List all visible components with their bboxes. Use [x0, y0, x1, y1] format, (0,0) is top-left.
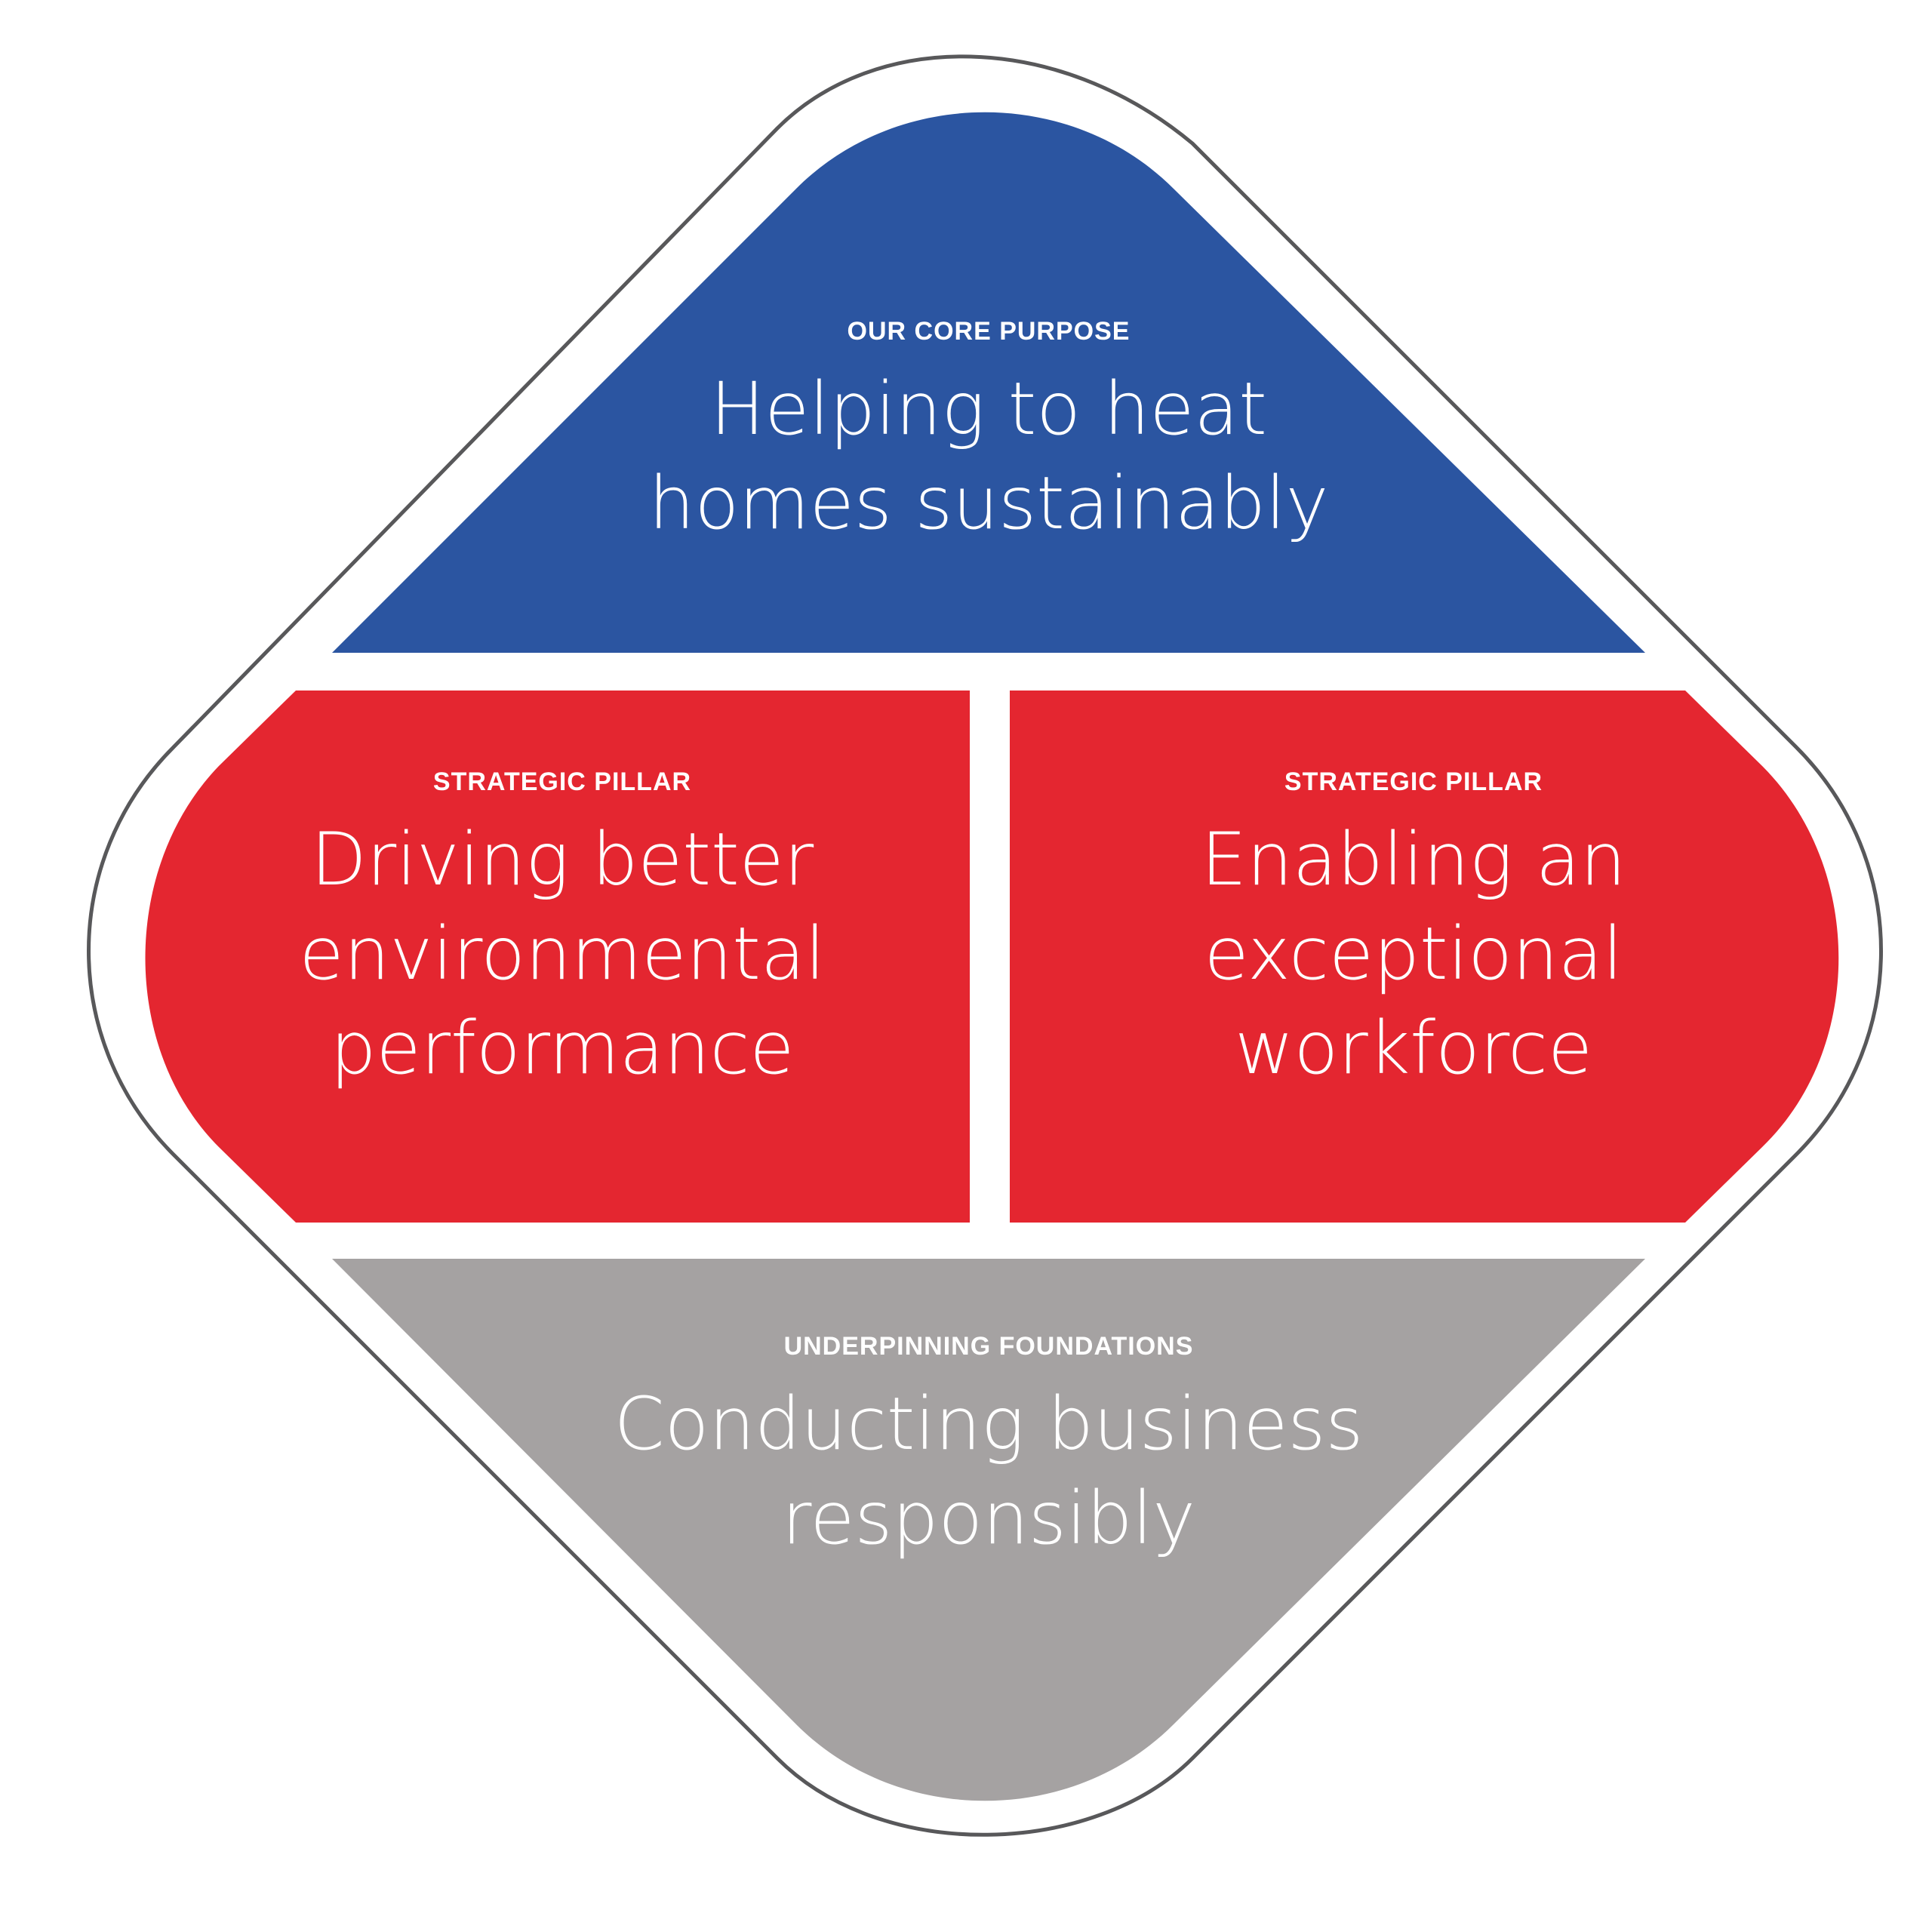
- foundations-kicker: UNDERPINNING FOUNDATIONS: [784, 1332, 1194, 1361]
- foundations-segment: [332, 1259, 1645, 1801]
- foundations-headline-line-1: Conducting business: [614, 1382, 1364, 1466]
- strategic-pillar-right-segment: [1010, 691, 1839, 1223]
- pillar-right-headline-line-2: exceptional: [1204, 912, 1623, 996]
- pillar-left-headline-line-3: performance: [331, 1006, 795, 1090]
- core-purpose-headline-line-2: homes sustainably: [649, 461, 1329, 546]
- foundations-headline-line-2: responsibly: [782, 1476, 1195, 1561]
- pillar-right-headline-line-1: Enabling an: [1201, 817, 1626, 902]
- outer-diamond-outline: [87, 54, 1883, 1837]
- core-purpose-headline-line-1: Helping to heat: [710, 367, 1267, 451]
- strategic-pillar-left-segment: [145, 691, 970, 1223]
- pillar-left-headline-line-2: environmental: [300, 912, 826, 996]
- core-purpose-kicker: OUR CORE PURPOSE: [848, 317, 1131, 346]
- pillar-right-headline-line-3: workforce: [1235, 1006, 1592, 1090]
- core-purpose-segment: [332, 112, 1645, 653]
- pillar-right-kicker: STRATEGIC PILLAR: [1284, 767, 1543, 796]
- pillar-left-kicker: STRATEGIC PILLAR: [433, 767, 691, 796]
- pillar-left-headline-line-1: Driving better: [311, 817, 814, 902]
